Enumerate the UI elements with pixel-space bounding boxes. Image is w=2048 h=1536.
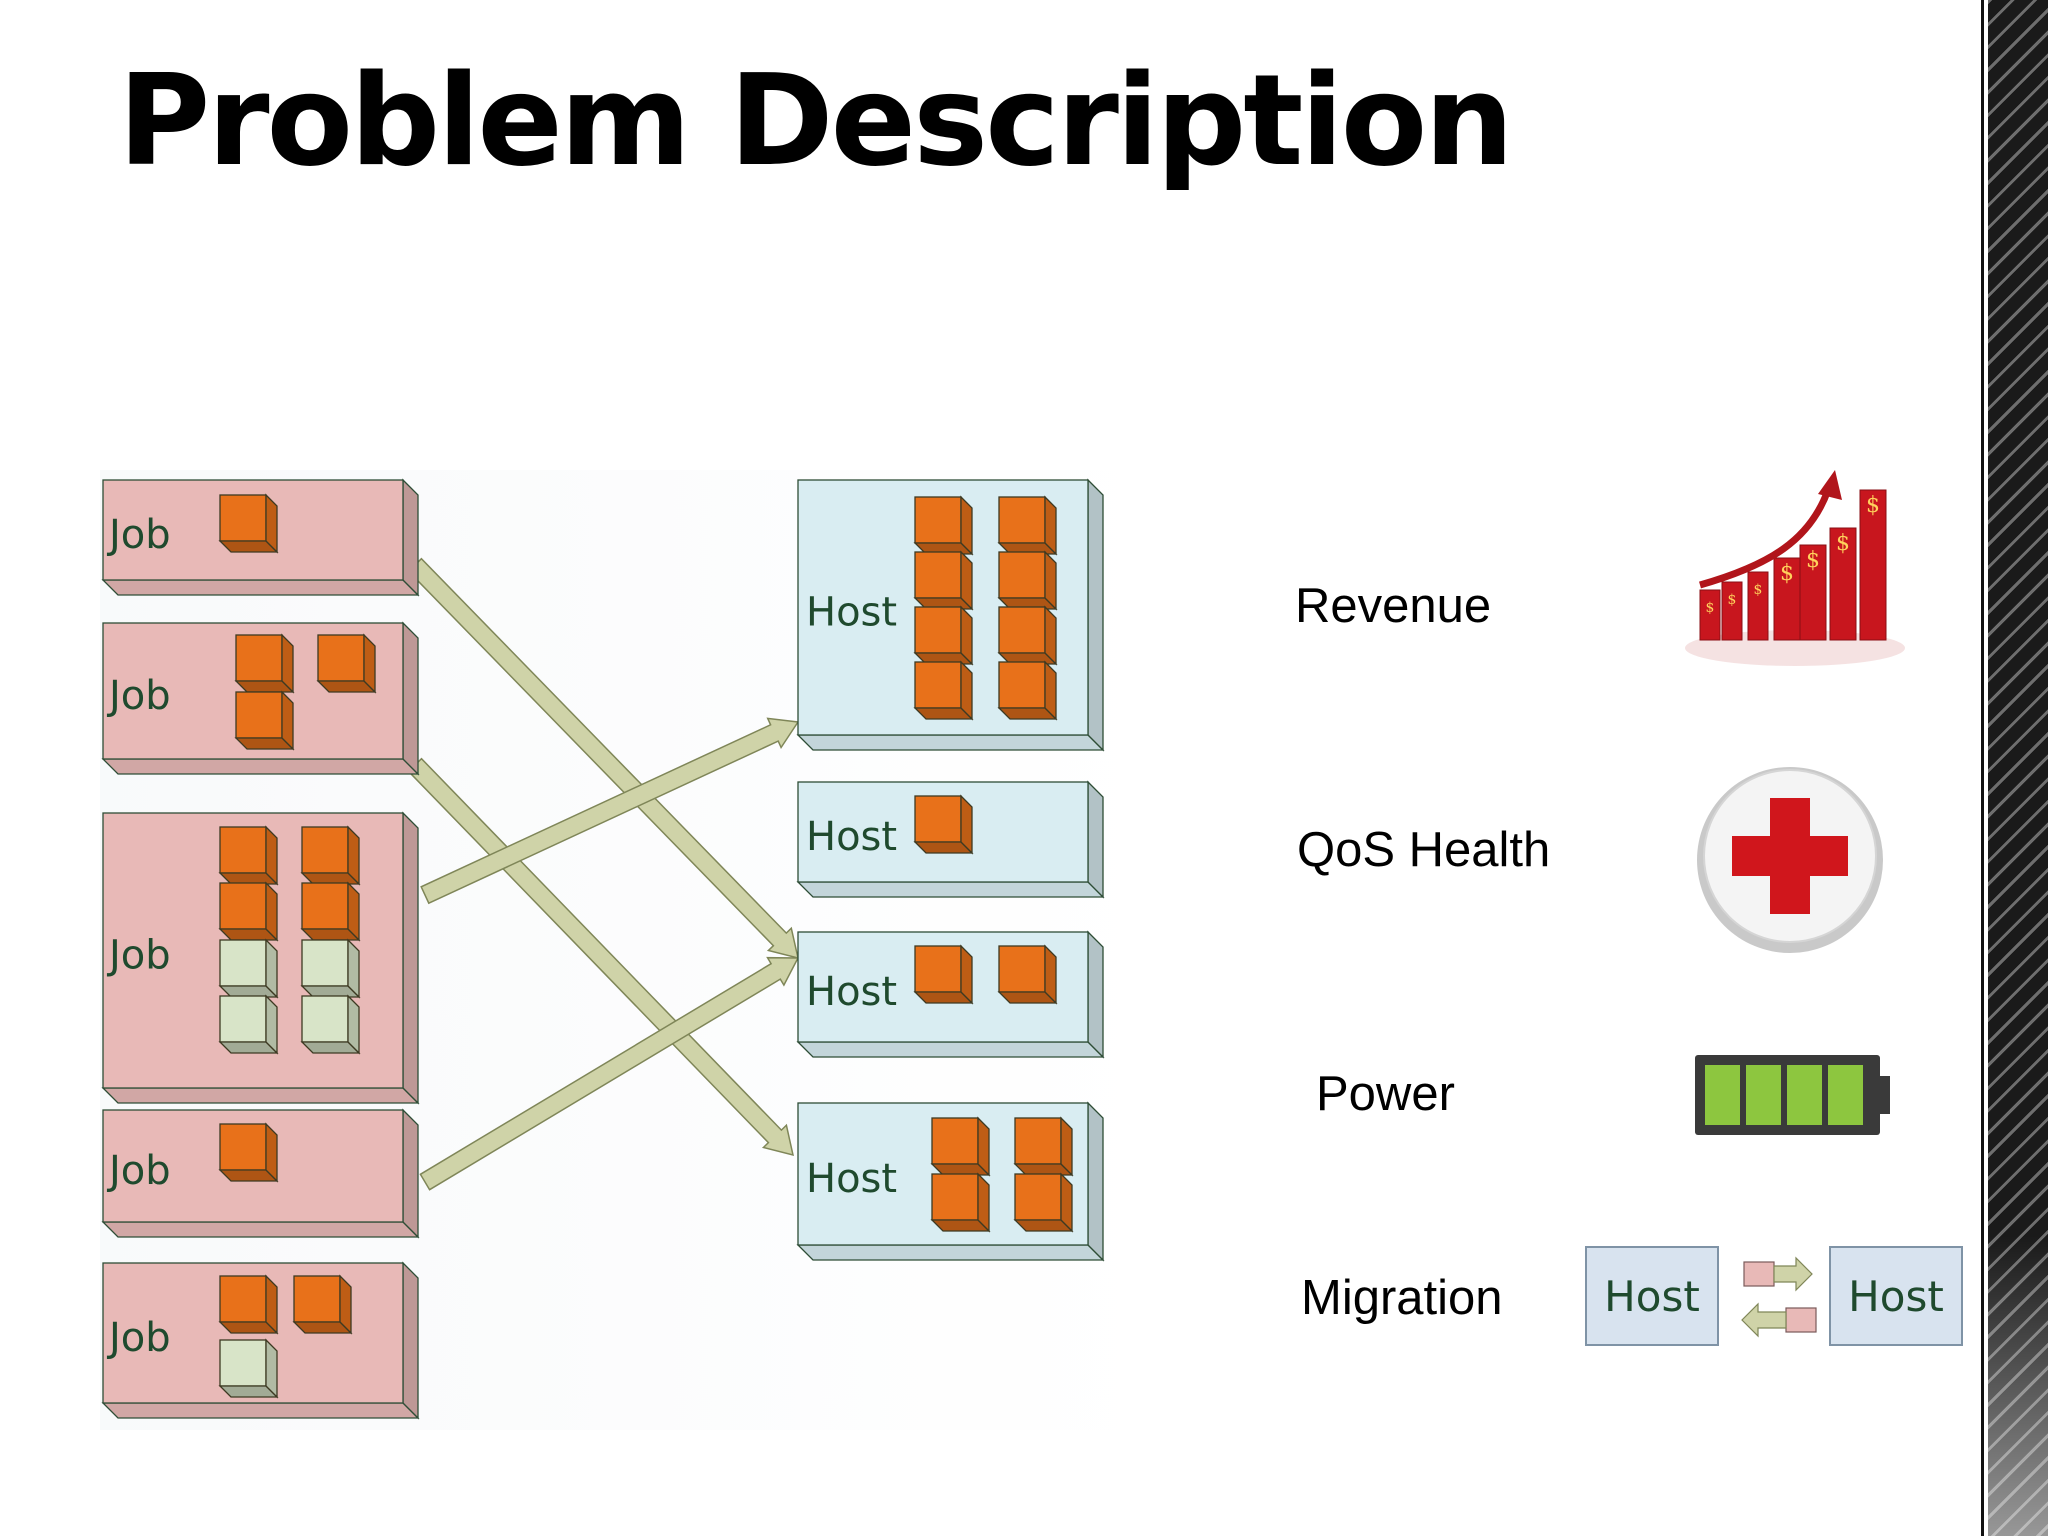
health-cross-icon [1697, 767, 1883, 953]
busy-vm-cube [913, 660, 974, 721]
svg-text:$: $ [1836, 531, 1850, 556]
busy-vm-cube [300, 825, 361, 886]
decorative-edge-strip [1978, 0, 2048, 1536]
migration-source-host: Host [1585, 1246, 1719, 1346]
host-label: Host [806, 969, 897, 1015]
host-label: Host [806, 814, 897, 860]
busy-vm-cube [913, 944, 974, 1005]
busy-vm-cube [930, 1172, 991, 1233]
idle-vm-cube [218, 994, 279, 1055]
busy-vm-cube [997, 660, 1058, 721]
host-label: Host [806, 1156, 897, 1202]
svg-text:$: $ [1780, 561, 1794, 586]
busy-vm-cube [913, 495, 974, 556]
busy-vm-cube [1013, 1116, 1074, 1177]
idle-vm-cube [218, 1338, 279, 1399]
migration-target-host: Host [1829, 1246, 1963, 1346]
busy-vm-cube [913, 605, 974, 666]
assignment-arrow [420, 717, 800, 905]
busy-vm-cube [930, 1116, 991, 1177]
busy-vm-cube [234, 690, 295, 751]
migration-icon [1741, 1256, 1817, 1338]
job-label: Job [106, 933, 171, 979]
objective-icons: $ $ $ $ $ $ $ [1683, 470, 1905, 1338]
busy-vm-cube [913, 794, 974, 855]
busy-vm-cube [218, 881, 279, 942]
idle-vm-cube [300, 938, 361, 999]
busy-vm-cube [1013, 1172, 1074, 1233]
busy-vm-cube [218, 493, 279, 554]
busy-vm-cube [292, 1274, 353, 1335]
busy-vm-cube [997, 605, 1058, 666]
busy-vm-cube [997, 944, 1058, 1005]
svg-text:$: $ [1728, 592, 1737, 608]
slide-title: Problem Description [118, 47, 1514, 194]
svg-text:$: $ [1806, 548, 1820, 573]
job-label: Job [106, 1315, 171, 1361]
busy-vm-cube [218, 1122, 279, 1183]
objective-power-label: Power [1316, 1067, 1455, 1121]
busy-vm-cube [997, 495, 1058, 556]
host-label: Host [806, 590, 897, 636]
job-label: Job [106, 1148, 171, 1194]
idle-vm-cube [300, 994, 361, 1055]
assignment-arrows [407, 557, 800, 1191]
objective-revenue-label: Revenue [1295, 579, 1492, 633]
busy-vm-cube [300, 881, 361, 942]
objective-qos-label: QoS Health [1297, 823, 1551, 877]
busy-vm-cube [234, 633, 295, 694]
busy-vm-cube [218, 1274, 279, 1335]
job-label: Job [106, 673, 171, 719]
busy-vm-cube [316, 633, 377, 694]
busy-vm-cube [913, 550, 974, 611]
svg-text:$: $ [1754, 582, 1763, 598]
svg-text:$: $ [1706, 600, 1715, 616]
job-box [101, 1108, 420, 1239]
job-label: Job [106, 512, 171, 558]
battery-icon [1695, 1055, 1890, 1135]
busy-vm-cube [997, 550, 1058, 611]
svg-text:$: $ [1866, 493, 1880, 518]
revenue-chart-icon: $ $ $ $ $ $ $ [1683, 470, 1905, 678]
assignment-arrow [407, 557, 799, 960]
idle-vm-cube [218, 938, 279, 999]
assignment-arrow [419, 956, 800, 1191]
busy-vm-cube [218, 825, 279, 886]
objective-migration-label: Migration [1301, 1271, 1503, 1325]
